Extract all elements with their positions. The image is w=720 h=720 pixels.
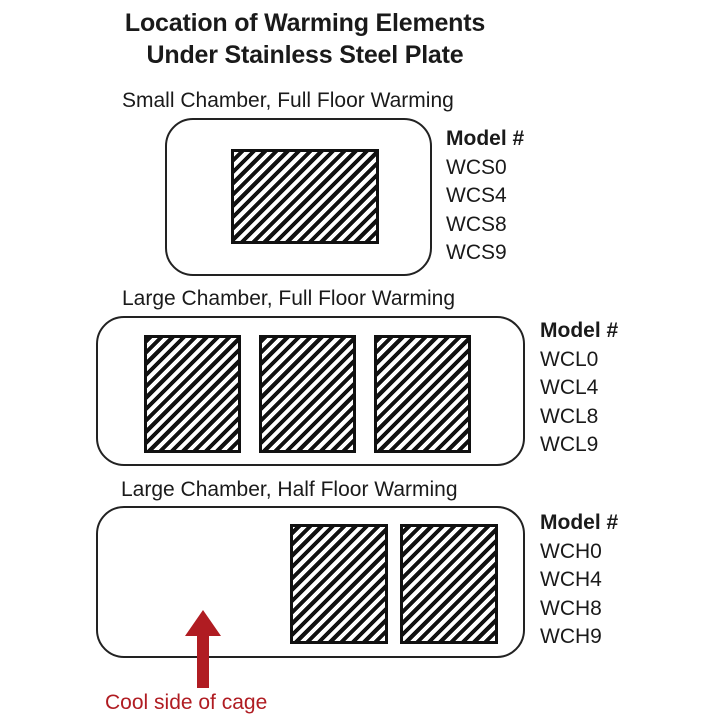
model-header: Model #	[540, 511, 619, 534]
model-list-small-full: Model # WCS0 WCS4 WCS8 WCS9	[446, 125, 524, 268]
warming-element	[290, 524, 388, 644]
model-number: WCL0	[540, 347, 599, 371]
section-label-small-full: Small Chamber, Full Floor Warming	[122, 89, 454, 112]
diagram-title-line-1: Location of Warming Elements	[124, 9, 486, 37]
cool-side-label: Cool side of cage	[105, 691, 268, 714]
warming-element	[144, 335, 241, 453]
warming-element	[259, 335, 356, 453]
chamber-large-half-floor	[96, 506, 525, 658]
model-number: WCL8	[540, 404, 599, 428]
model-number: WCL9	[540, 433, 599, 456]
model-list-large-full: Model # WCL0 WCL4 WCL8 WCL9	[540, 317, 618, 460]
model-number: WCH8	[540, 596, 602, 620]
chamber-small-full-floor	[165, 118, 432, 276]
model-number: WCS8	[446, 212, 507, 236]
arrow-up-icon	[185, 610, 221, 688]
chamber-large-full-floor	[96, 316, 525, 466]
model-number: WCL4	[540, 376, 599, 399]
model-number: WCS9	[446, 241, 507, 264]
model-list-large-half: Model # WCH0 WCH4 WCH8 WCH9	[540, 509, 618, 652]
model-header: Model #	[446, 127, 525, 150]
diagram-title-line-2: Under Stainless Steel Plate	[146, 41, 464, 69]
section-label-large-full: Large Chamber, Full Floor Warming	[122, 287, 456, 310]
model-number: WCH0	[540, 539, 602, 563]
warming-element	[231, 149, 379, 244]
model-number: WCS0	[446, 155, 507, 179]
model-header: Model #	[540, 319, 619, 342]
warming-element	[400, 524, 498, 644]
warming-element	[374, 335, 471, 453]
model-number: WCH9	[540, 625, 602, 648]
model-number: WCH4	[540, 568, 602, 591]
model-number: WCS4	[446, 184, 507, 207]
section-label-large-half: Large Chamber, Half Floor Warming	[121, 478, 458, 501]
